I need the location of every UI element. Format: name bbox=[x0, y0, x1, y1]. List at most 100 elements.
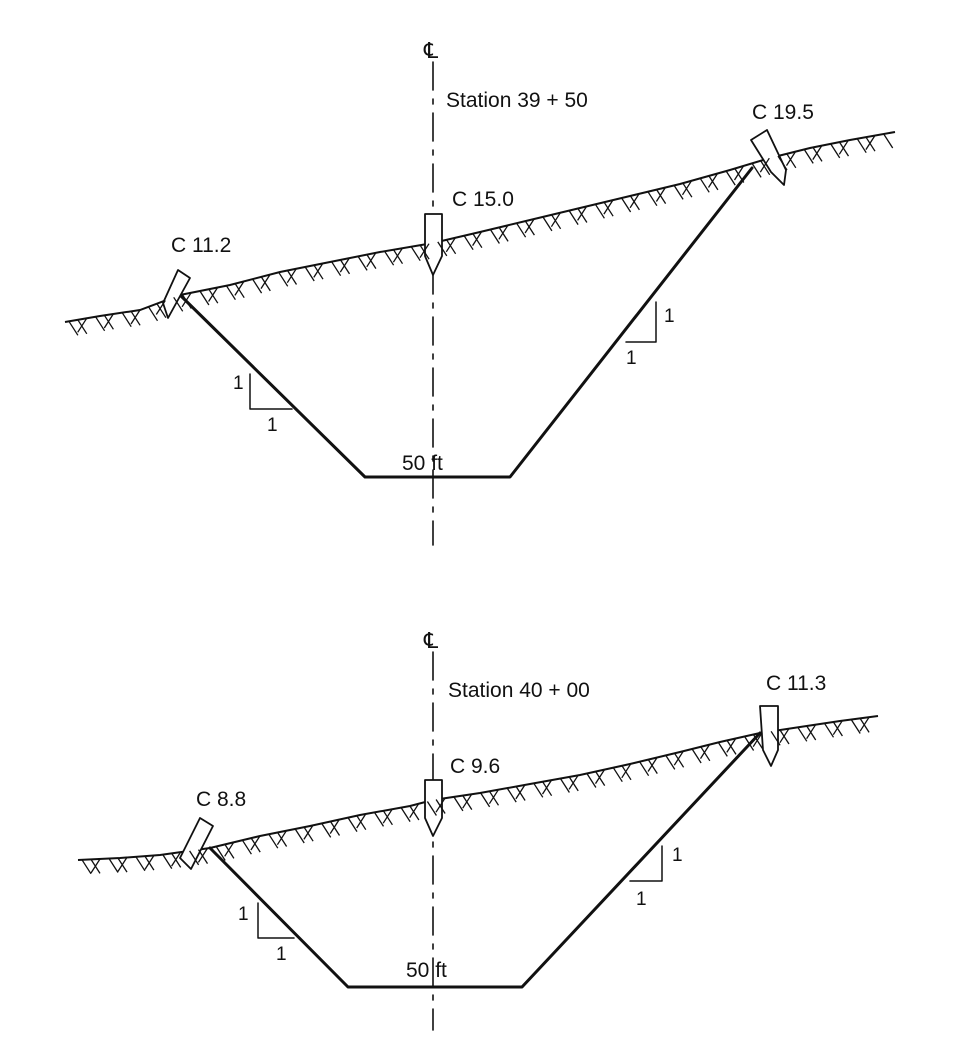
stake-left: C 8.8 bbox=[179, 788, 246, 870]
ground-hatch-stroke bbox=[541, 779, 553, 795]
ground-hatch-stroke bbox=[480, 792, 491, 808]
ground-hatch-stroke bbox=[463, 235, 474, 251]
ground-hatch-stroke bbox=[462, 793, 473, 809]
ground-hatch-stroke bbox=[208, 288, 219, 304]
stake-left-label: C 8.8 bbox=[196, 788, 246, 811]
stake-left-label: C 11.2 bbox=[171, 234, 231, 257]
ground-hatch-stroke bbox=[347, 817, 358, 832]
ground-hatch-stroke bbox=[779, 728, 790, 744]
ground-hatch-stroke bbox=[603, 201, 614, 217]
ground-hatch-stroke bbox=[603, 199, 614, 215]
ground-hatch-stroke bbox=[489, 229, 500, 244]
ground-hatch-stroke bbox=[717, 742, 728, 757]
ground-hatch-stroke bbox=[445, 237, 456, 253]
ground-hatch-stroke bbox=[373, 812, 385, 827]
ground-hatch-stroke bbox=[260, 274, 271, 289]
ground-hatch-stroke bbox=[488, 790, 500, 806]
stake-right-label: C 11.3 bbox=[766, 672, 826, 695]
ground-hatch-stroke bbox=[250, 837, 261, 853]
ground-hatch-stroke bbox=[785, 151, 797, 166]
ground-hatch-stroke bbox=[181, 292, 192, 308]
ground-hatch-stroke bbox=[189, 850, 200, 866]
ground-hatch-stroke bbox=[803, 149, 814, 164]
ground-hatch-stroke bbox=[197, 849, 209, 864]
ground-hatch-stroke bbox=[130, 310, 141, 326]
stake-right: C 19.5 bbox=[750, 101, 814, 186]
ground-hatch-stroke bbox=[400, 807, 411, 822]
ground-hatch-stroke bbox=[533, 782, 544, 798]
ground-hatch-stroke bbox=[286, 270, 298, 285]
ground-hatch-stroke bbox=[760, 160, 771, 176]
ground-hatch-stroke bbox=[647, 191, 658, 207]
ground-hatch-stroke bbox=[419, 244, 430, 260]
ground-hatch-stroke bbox=[786, 153, 797, 169]
slope-run-label: 1 bbox=[626, 348, 637, 369]
ground-hatch-stroke bbox=[515, 784, 526, 800]
ground-hatch-stroke bbox=[779, 729, 790, 745]
centerline-symbol: ℄ bbox=[423, 628, 439, 653]
station-label: Station 39 + 50 bbox=[446, 89, 588, 112]
slope-triangle-right: 1 1 bbox=[629, 845, 683, 910]
ground-hatch-stroke bbox=[208, 287, 219, 302]
ground-hatch-stroke bbox=[550, 212, 561, 228]
ground-hatch-stroke bbox=[823, 722, 835, 738]
ground-hatch-stroke bbox=[68, 320, 79, 336]
ground-hatch-stroke bbox=[225, 285, 236, 301]
ground-hatch-stroke bbox=[577, 206, 588, 221]
ground-hatch-stroke bbox=[331, 261, 342, 277]
ground-hatch-stroke bbox=[313, 264, 324, 280]
ground-hatch-stroke bbox=[674, 752, 685, 768]
ground-hatch-stroke bbox=[612, 767, 623, 783]
ground-hatch-stroke bbox=[437, 241, 448, 257]
bottom-width-label: 50 ft bbox=[406, 959, 447, 982]
ground-hatch-stroke bbox=[446, 239, 457, 255]
ground-hatch-stroke bbox=[488, 789, 499, 805]
ground-hatch-stroke bbox=[806, 724, 817, 740]
ground-hatch-stroke bbox=[117, 857, 128, 872]
stake-right: C 11.3 bbox=[759, 672, 826, 767]
ground-hatch-stroke bbox=[699, 744, 711, 759]
ground-hatch-stroke bbox=[691, 748, 702, 764]
ground-hatch-stroke bbox=[294, 828, 305, 844]
ground-hatch-stroke bbox=[426, 801, 437, 816]
ground-hatch-stroke bbox=[357, 256, 368, 271]
ground-hatch-stroke bbox=[366, 254, 377, 269]
ground-hatch-stroke bbox=[366, 252, 377, 268]
ground-hatch-stroke bbox=[171, 851, 182, 867]
ground-hatch-stroke bbox=[419, 243, 430, 259]
ground-hatch-stroke bbox=[733, 165, 745, 181]
ground-hatch-stroke bbox=[392, 247, 403, 263]
ground-hatch-stroke bbox=[135, 856, 146, 872]
ground-hatch-stroke bbox=[303, 826, 314, 842]
ground-hatch-stroke bbox=[594, 769, 606, 784]
ground-hatch-stroke bbox=[647, 759, 658, 774]
ground-hatch-stroke bbox=[130, 309, 141, 325]
ground-hatch-stroke bbox=[155, 300, 166, 315]
ground-hatch-stroke bbox=[812, 147, 823, 162]
ground-hatch-stroke bbox=[647, 757, 658, 772]
ground-hatch-stroke bbox=[277, 832, 288, 847]
excavation-outline bbox=[208, 731, 762, 989]
ground-hatch-stroke bbox=[629, 193, 640, 209]
ground-hatch-stroke bbox=[594, 203, 605, 219]
ground-hatch-stroke bbox=[286, 268, 297, 284]
ground-hatch-stroke bbox=[90, 858, 101, 874]
ground-hatch-stroke bbox=[303, 825, 314, 840]
ground-hatch-stroke bbox=[472, 231, 483, 246]
ground-hatch-stroke bbox=[524, 218, 535, 234]
ground-hatch-stroke bbox=[329, 821, 341, 836]
ground-hatch-stroke bbox=[278, 271, 289, 287]
section-station-4000: ℄ Station 40 + 00 1 1 1 1 50 ft C 8.8 C … bbox=[77, 628, 879, 1031]
ground-hatch-stroke bbox=[639, 761, 650, 777]
ground-hatch-stroke bbox=[542, 216, 553, 232]
ground-hatch-stroke bbox=[699, 177, 710, 193]
ground-hatch-stroke bbox=[103, 314, 114, 330]
ground-hatch-stroke bbox=[250, 835, 261, 851]
ground-hatch-stroke bbox=[171, 853, 182, 868]
ground-hatch-stroke bbox=[77, 317, 88, 333]
slope-triangle-left: 1 1 bbox=[238, 902, 295, 965]
ground-hatch-stroke bbox=[559, 778, 570, 793]
ground-hatch-stroke bbox=[234, 281, 245, 296]
ground-hatch-stroke bbox=[542, 781, 553, 797]
